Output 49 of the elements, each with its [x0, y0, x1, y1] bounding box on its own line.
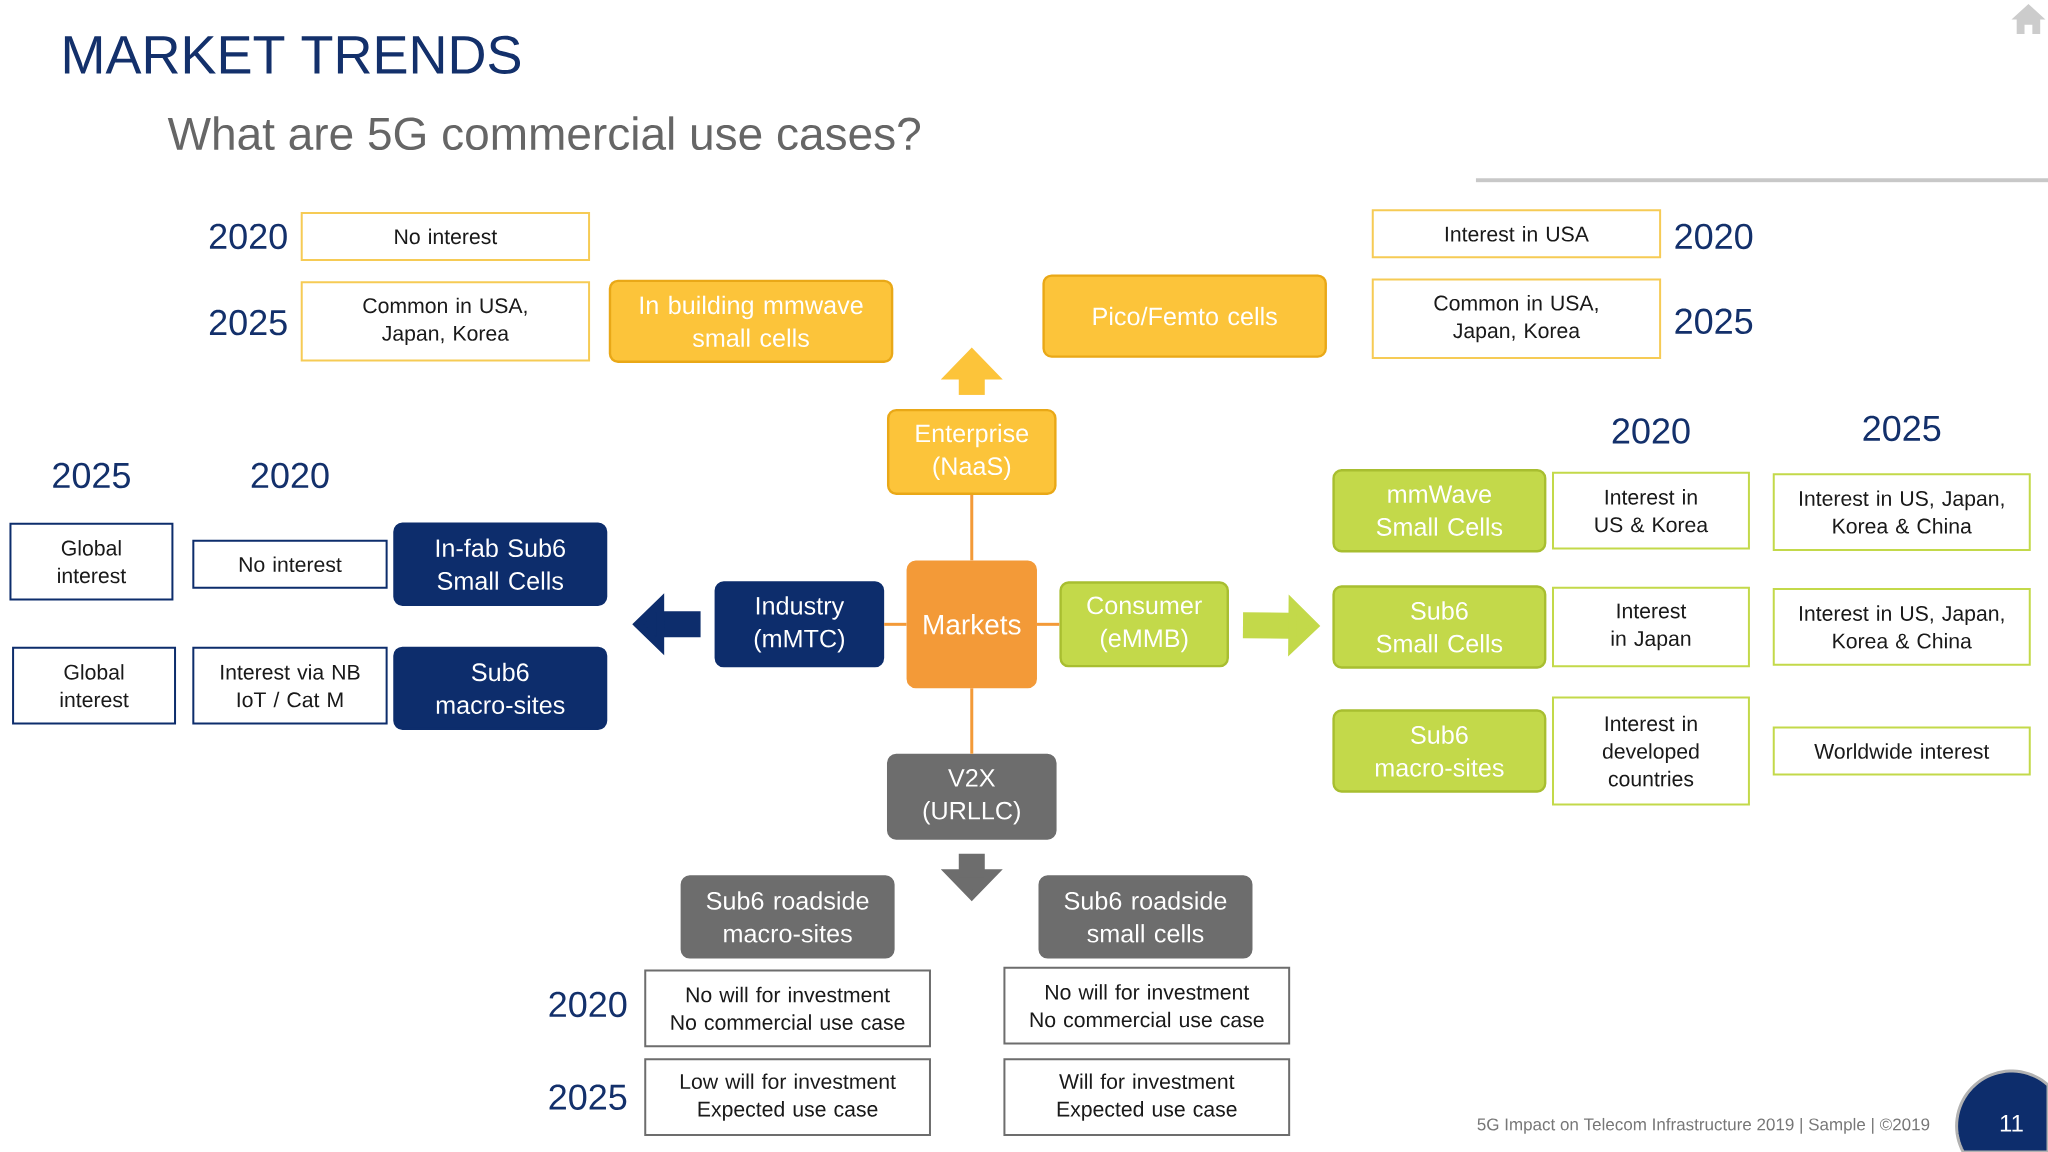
subtitle: What are 5G commercial use cases? [167, 116, 921, 151]
connector-line [1036, 622, 1060, 626]
year-label: 2020 [1675, 223, 1753, 250]
status-box: Interest via NB IoT / Cat M [192, 646, 388, 725]
status-box: Common in USA, Japan, Korea [300, 281, 591, 362]
status-box: Will for investment Expected use case [1003, 1058, 1291, 1137]
category-box: Industry (mMTC) [714, 581, 885, 668]
status-box: No interest [192, 539, 388, 589]
category-box: mmWave Small Cells [1332, 469, 1547, 553]
category-box: In-fab Sub6 Small Cells [393, 522, 608, 606]
category-box: Consumer (eMMB) [1059, 581, 1229, 668]
category-box: Enterprise (NaaS) [886, 408, 1057, 495]
year-label: 2020 [209, 223, 287, 250]
status-box: No will for investment No commercial use case [1003, 966, 1291, 1045]
year-label: 2025 [53, 462, 130, 489]
category-box: Sub6 macro-sites [393, 646, 608, 731]
status-box: Interest in developed countries [1552, 696, 1750, 806]
status-box: No will for investment No commercial use case [644, 969, 931, 1048]
connector-line [884, 622, 907, 626]
year-label: 2020 [1612, 418, 1690, 444]
year-label: 2020 [251, 462, 329, 489]
year-label: 2020 [549, 991, 627, 1018]
year-label: 2025 [209, 309, 287, 336]
page-number-badge: 11 [1955, 1069, 2048, 1152]
status-box: Low will for investment Expected use case [644, 1058, 931, 1137]
category-box: Sub6 roadside macro-sites [680, 875, 895, 959]
status-box: Global interest [12, 646, 177, 725]
category-box: V2X (URLLC) [886, 753, 1057, 840]
connector-line [970, 688, 974, 754]
title: MARKET TRENDS [64, 35, 521, 74]
category-box: Pico/Femto cells [1042, 274, 1327, 358]
status-box: Common in USA, Japan, Korea [1371, 278, 1662, 359]
status-box: Interest in US, Japan, Korea & China [1772, 473, 2031, 551]
status-box: No interest [300, 211, 591, 261]
status-box: Interest in US, Japan, Korea & China [1772, 588, 2031, 666]
category-box: Sub6 macro-sites [1332, 709, 1547, 793]
status-box: Global interest [9, 522, 174, 601]
market-box: Markets [906, 560, 1037, 689]
category-box: In building mmwave small cells [608, 279, 894, 363]
connector-line [970, 494, 974, 561]
category-box: Sub6 roadside small cells [1038, 875, 1253, 959]
year-label: 2025 [549, 1084, 627, 1110]
category-box: Sub6 Small Cells [1332, 585, 1547, 669]
status-box: Interest in USA [1371, 209, 1662, 259]
status-box: Worldwide interest [1772, 726, 2031, 776]
year-label: 2025 [1675, 308, 1753, 335]
footer-text: 5G Impact on Telecom Infrastructure 2019 | Sample | ©2019 [1477, 1117, 1930, 1134]
status-box: Interest in US & Korea [1552, 471, 1750, 550]
status-box: Interest in Japan [1552, 586, 1750, 668]
